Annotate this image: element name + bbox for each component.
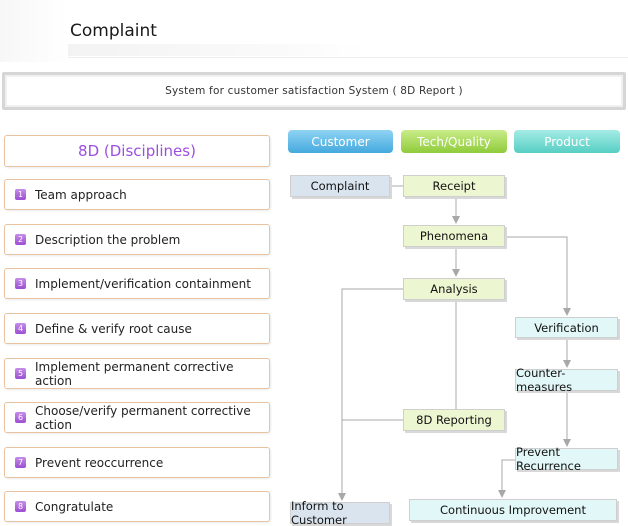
number-badge: 6 [15,412,26,423]
number-badge: 8 [15,501,26,512]
discipline-item-1[interactable]: 1 Team approach [4,179,270,210]
number-badge: 2 [15,234,26,245]
connector-analysis-inform [338,288,403,501]
node-prevent-recurrence: Prevent Recurrence [515,445,618,473]
discipline-item-6[interactable]: 6 Choose/verify permanent corrective act… [4,402,270,433]
title-decoration [0,0,68,62]
node-receipt: Receipt [403,175,505,197]
system-banner: System for customer satisfaction System … [2,72,626,110]
connector-phenomena-verification [505,236,571,316]
number-badge: 4 [15,323,26,334]
discipline-item-3[interactable]: 3 Implement/verification containment [4,268,270,299]
title-underline-bar [68,44,368,56]
column-header-customer: Customer [288,130,393,153]
discipline-item-2[interactable]: 2 Description the problem [4,224,270,255]
title-rule [68,57,628,58]
page-title: Complaint [70,21,157,41]
node-continuous-improvement: Continuous Improvement [409,499,617,521]
discipline-label: Implement/verification containment [35,276,251,291]
discipline-item-5[interactable]: 5 Implement permanent corrective action [4,358,270,389]
column-header-product: Product [514,130,620,153]
number-badge: 1 [15,189,26,200]
number-badge: 5 [15,368,26,379]
discipline-label: Description the problem [35,232,181,247]
discipline-label: Team approach [35,187,127,202]
discipline-item-7[interactable]: 7 Prevent reoccurrence [4,447,270,478]
number-badge: 3 [15,278,26,289]
discipline-label: Prevent reoccurrence [35,455,164,470]
discipline-item-8[interactable]: 8 Congratulate [4,491,270,522]
node-verification: Verification [515,317,618,338]
disciplines-header: 8D (Disciplines) [4,135,270,167]
discipline-label: Congratulate [35,499,114,514]
column-header-tech-quality: Tech/Quality [401,130,507,153]
discipline-label: Define & verify root cause [35,321,192,336]
node-analysis: Analysis [403,278,505,300]
discipline-label: Choose/verify permanent corrective actio… [35,403,251,432]
node-complaint: Complaint [290,175,390,197]
node-8d-reporting: 8D Reporting [403,409,505,431]
node-inform-to-customer: Inform to Customer [290,499,390,526]
title-area: Complaint [0,0,628,62]
node-counter-measures: Counter-measures [515,366,618,394]
discipline-item-4[interactable]: 4 Define & verify root cause [4,313,270,344]
connector-prevent-improvement [498,459,515,498]
discipline-label: Implement permanent corrective action [35,359,234,388]
number-badge: 7 [15,457,26,468]
node-phenomena: Phenomena [403,225,505,247]
